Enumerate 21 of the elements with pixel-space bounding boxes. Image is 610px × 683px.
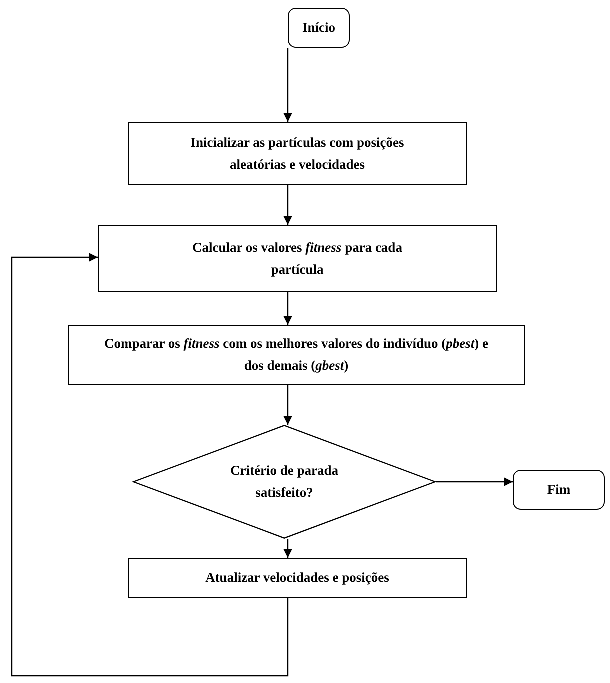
terminal-box bbox=[288, 8, 350, 48]
arrow bbox=[284, 48, 292, 122]
node-label: Comparar os fitness com os melhores valores do indivíduo (pbest) e dos demais (gbest) bbox=[103, 335, 490, 375]
process-box bbox=[98, 225, 497, 292]
arrow bbox=[284, 292, 292, 325]
arrow bbox=[284, 185, 292, 225]
node-label: Início bbox=[301, 19, 336, 38]
process-box bbox=[68, 325, 525, 385]
node-label: Fim bbox=[546, 481, 572, 500]
terminal-box bbox=[513, 470, 605, 510]
node-label: Critério de parada satisfeito? bbox=[230, 462, 340, 502]
node-label: Inicializar as partículas com posições aleatórias e velocidades bbox=[190, 134, 406, 174]
decision-diamond bbox=[133, 425, 436, 539]
process-box bbox=[128, 558, 467, 598]
arrow bbox=[11, 253, 289, 677]
arrow bbox=[436, 478, 513, 486]
arrow bbox=[284, 385, 292, 425]
arrow bbox=[284, 539, 292, 558]
process-box bbox=[128, 122, 467, 185]
node-label: Atualizar velocidades e posições bbox=[204, 569, 390, 588]
node-label: Calcular os valores fitness para cada partícula bbox=[192, 238, 404, 279]
